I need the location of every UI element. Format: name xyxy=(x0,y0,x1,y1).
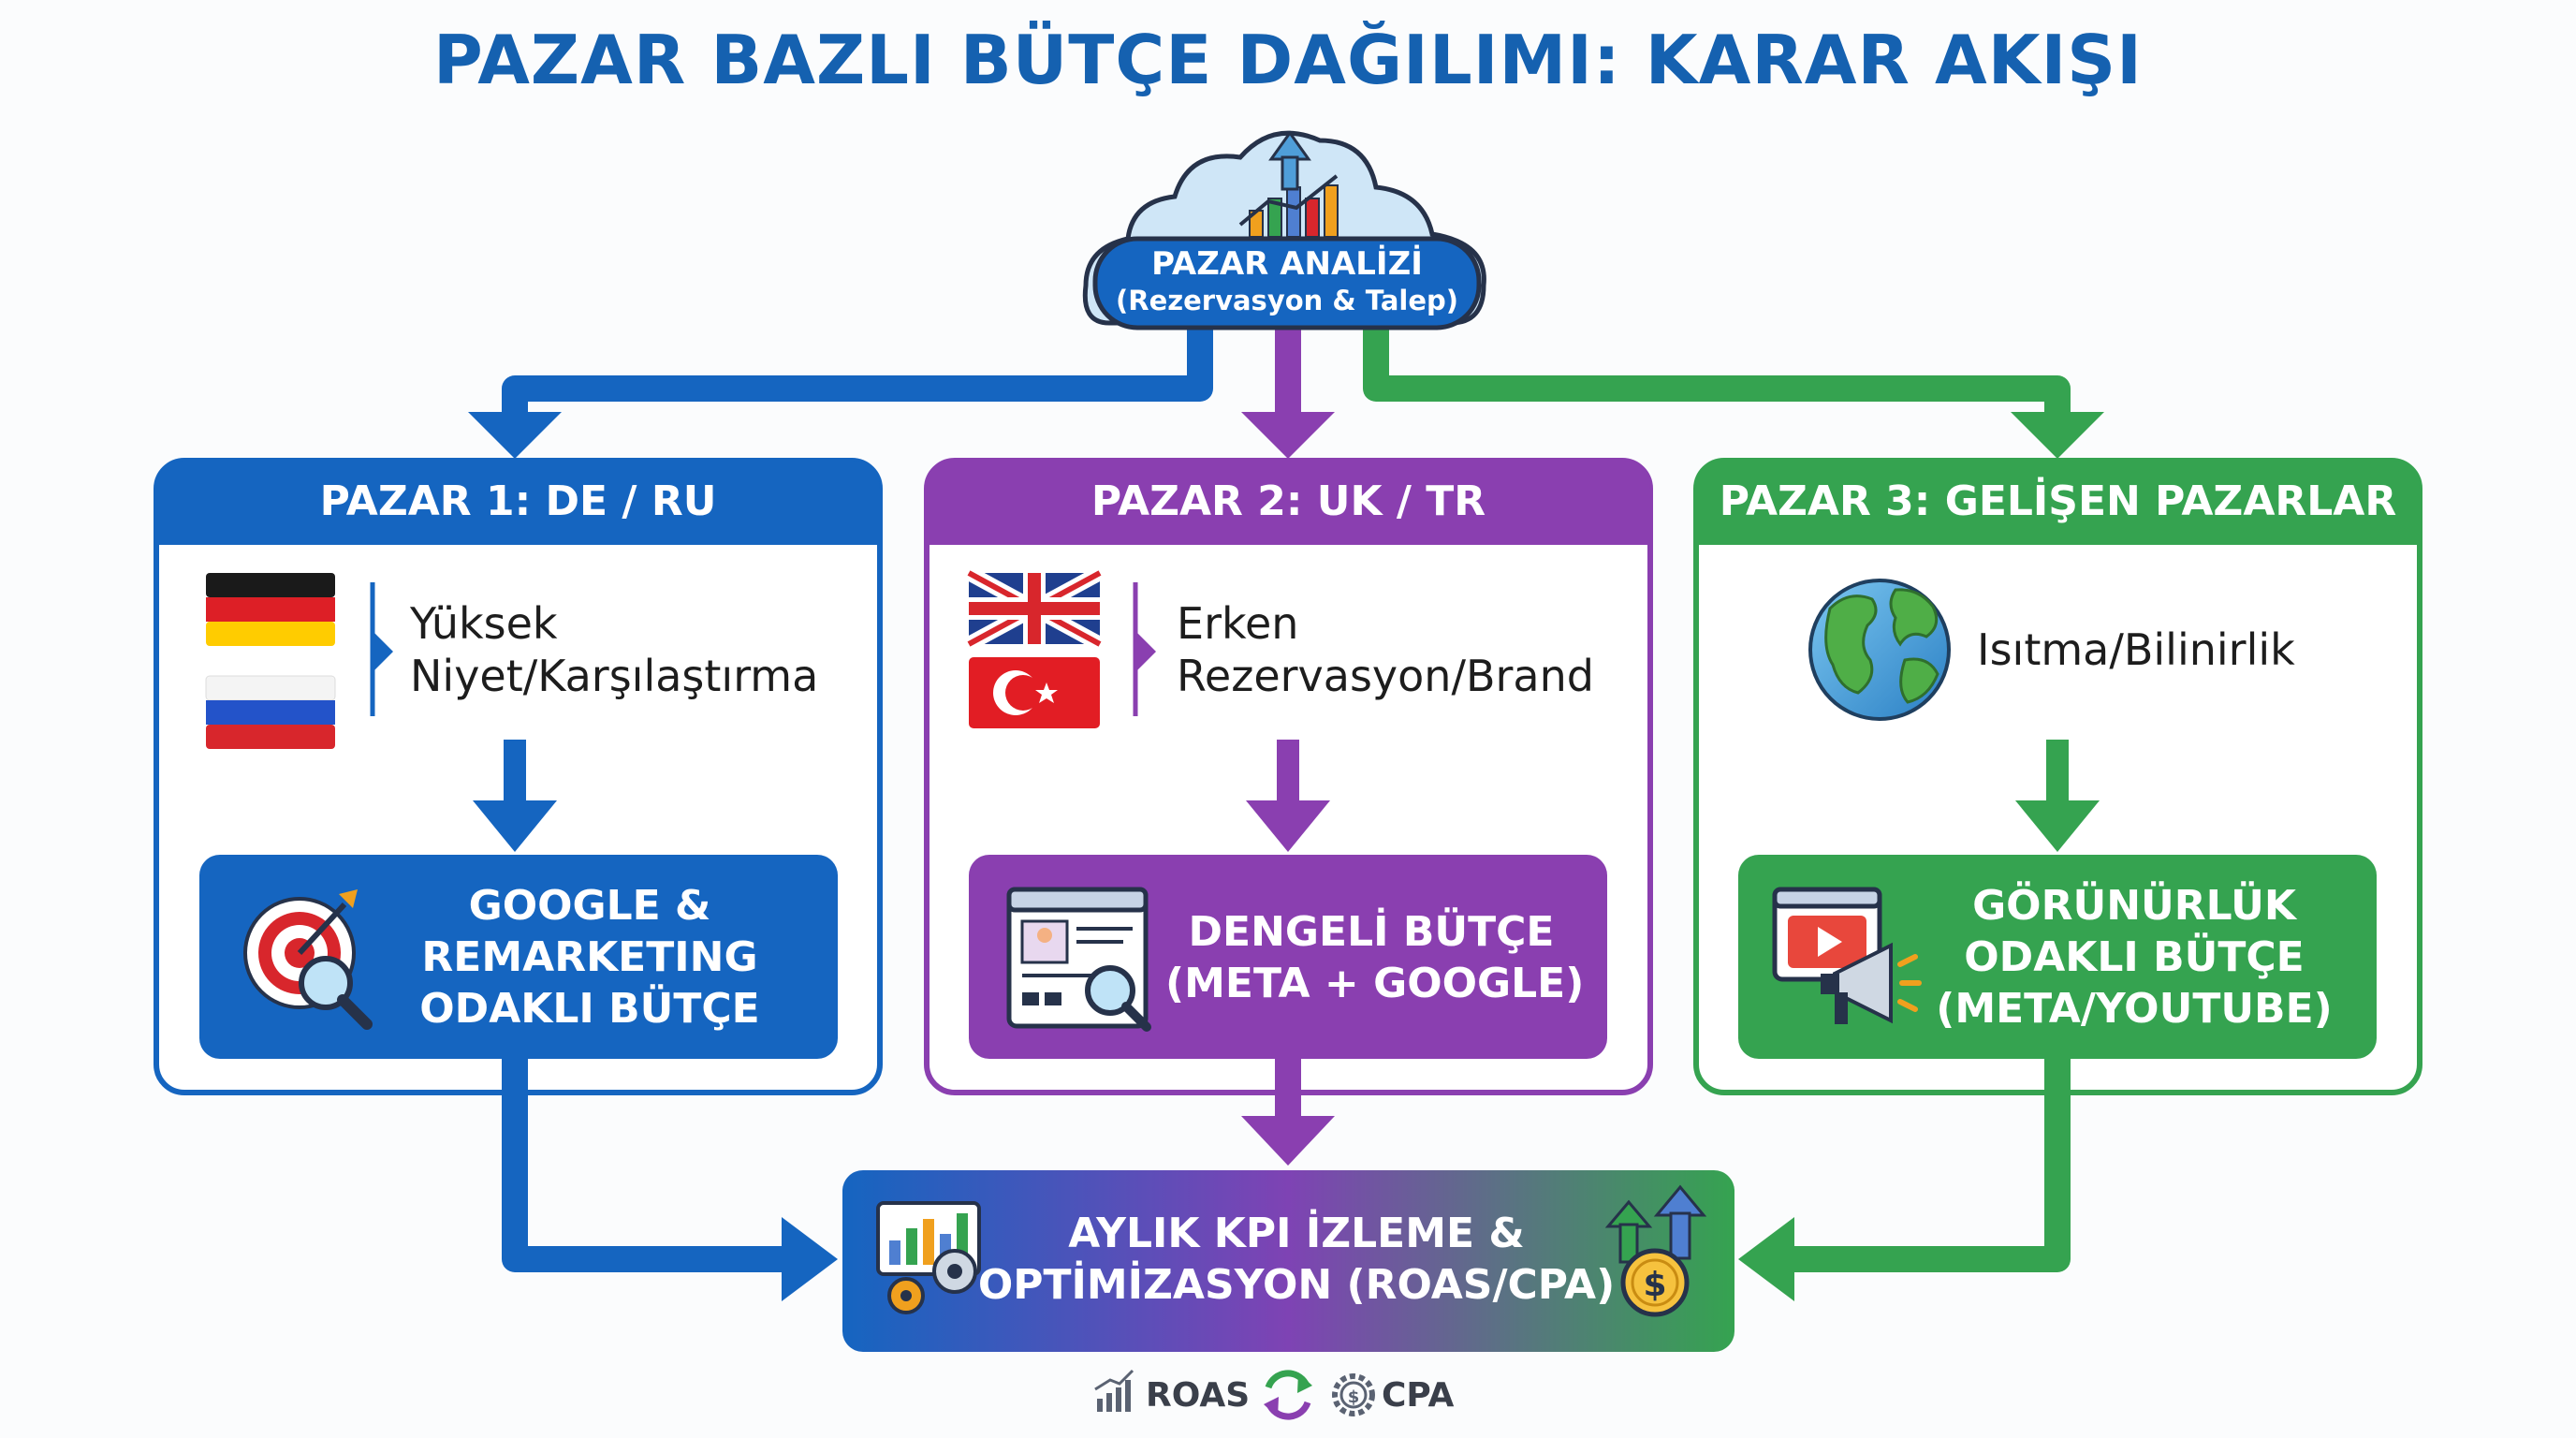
market3-action-line3: (META/YOUTUBE) xyxy=(1936,985,2333,1033)
market2-action-line1: DENGELİ BÜTÇE xyxy=(1188,908,1555,956)
market2-divider xyxy=(1133,582,1156,716)
market1-desc-line2: Niyet/Karşılaştırma xyxy=(410,651,819,701)
germany-flag-icon xyxy=(206,573,335,646)
svg-text:$: $ xyxy=(1643,1266,1666,1304)
turkey-flag-icon xyxy=(969,657,1100,728)
connector-root-to-market3 xyxy=(1363,323,2104,459)
market1-divider xyxy=(370,582,393,716)
arrow-market3-to-action xyxy=(2015,740,2100,852)
dashboard-gear-icon xyxy=(876,1201,981,1314)
action-box-1 xyxy=(199,855,838,1059)
market1-header: PAZAR 1: DE / RU xyxy=(319,477,717,525)
page-title: PAZAR BAZLI BÜTÇE DAĞILIMI: KARAR AKIŞI xyxy=(433,21,2143,99)
root-sublabel: (Rezervasyon & Talep) xyxy=(1115,285,1459,316)
growth-coin-icon: $ xyxy=(1604,1184,1707,1317)
market3-action-line1: GÖRÜNÜRLÜK xyxy=(1972,882,2296,930)
target-magnifier-icon xyxy=(243,889,373,1030)
svg-text:$: $ xyxy=(1348,1387,1360,1407)
market2-desc-line2: Rezervasyon/Brand xyxy=(1177,651,1594,701)
root-label: PAZAR ANALİZİ xyxy=(1151,245,1423,283)
market2-header: PAZAR 2: UK / TR xyxy=(1090,477,1486,525)
connector-action1-to-kpi xyxy=(502,1059,838,1301)
russia-flag-icon xyxy=(205,675,336,749)
arrow-market2-to-action xyxy=(1246,740,1330,852)
globe-icon xyxy=(1808,579,1951,721)
connector-action2-to-kpi xyxy=(1241,1059,1335,1166)
market1-action-line1: GOOGLE & xyxy=(468,882,711,930)
browser-search-icon xyxy=(1006,887,1151,1032)
market2-action-line2: (META + GOOGLE) xyxy=(1165,960,1585,1007)
uk-flag-icon xyxy=(965,565,1104,652)
market3-desc: Isıtma/Bilinirlik xyxy=(1977,624,2295,675)
roas-chart-icon xyxy=(1094,1369,1134,1412)
market1-action-line2: REMARKETING xyxy=(421,933,758,981)
connector-root-to-market2 xyxy=(1241,323,1335,459)
kpi-line2: OPTİMİZASYON (ROAS/CPA) xyxy=(977,1261,1616,1309)
arrow-market1-to-action xyxy=(473,740,557,852)
legend-roas: ROAS xyxy=(1146,1376,1251,1415)
legend-cpa: CPA xyxy=(1382,1376,1455,1415)
market-analysis-cloud xyxy=(1082,130,1486,330)
market1-desc-line1: Yüksek xyxy=(410,598,558,649)
cpa-gear-icon: $ xyxy=(1332,1373,1375,1416)
market3-action-line2: ODAKLI BÜTÇE xyxy=(1964,933,2305,981)
market1-action-line3: ODAKLI BÜTÇE xyxy=(419,985,760,1033)
video-megaphone-icon xyxy=(1772,887,1922,1024)
kpi-line1: AYLIK KPI İZLEME & xyxy=(1068,1210,1525,1257)
action-box-3 xyxy=(1738,855,2377,1059)
connector-action3-to-kpi xyxy=(1738,1059,2071,1301)
market2-desc-line1: Erken xyxy=(1177,598,1299,649)
kpi-box xyxy=(842,1170,1734,1352)
market3-header: PAZAR 3: GELİŞEN PAZARLAR xyxy=(1719,477,2397,525)
cycle-arrows-icon xyxy=(1264,1370,1312,1420)
connector-root-to-market1 xyxy=(468,323,1213,459)
